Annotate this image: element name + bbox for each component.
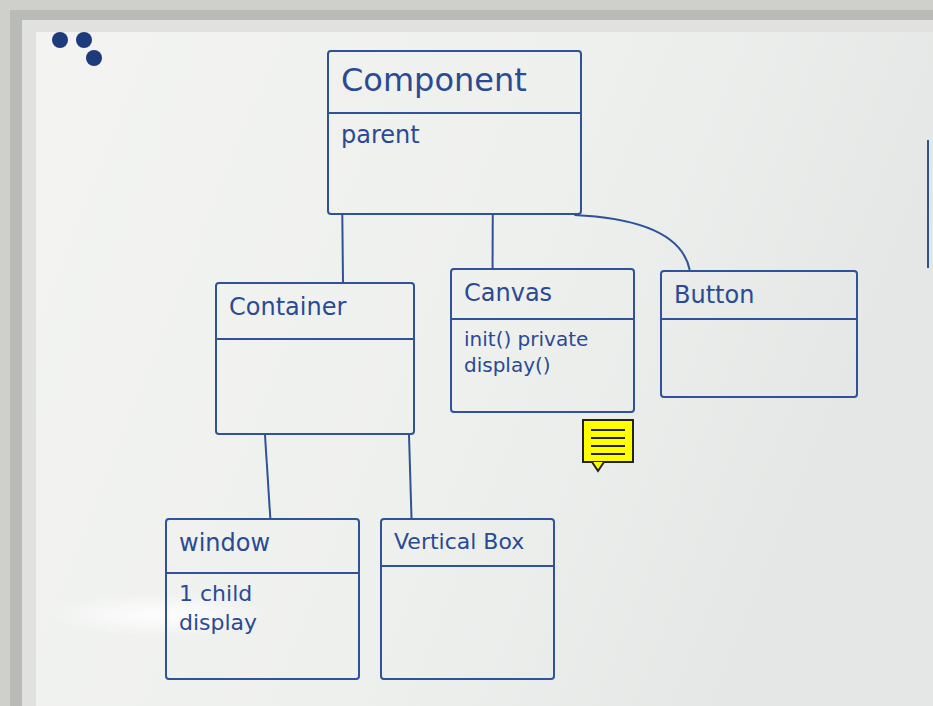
class-name: window — [179, 528, 270, 559]
class-body: parent — [329, 114, 580, 157]
inheritance-line — [265, 435, 270, 518]
class-header: window — [167, 520, 358, 574]
class-header: Container — [217, 284, 413, 340]
class-header: Canvas — [452, 270, 633, 320]
class-header: Component — [329, 52, 580, 114]
class-box: Container — [215, 282, 415, 435]
class-name: Vertical Box — [394, 528, 524, 557]
class-member: display() — [464, 352, 551, 378]
note-icon — [583, 420, 633, 471]
class-header: Button — [662, 272, 856, 320]
class-member: parent — [341, 120, 420, 151]
class-member: display — [179, 609, 257, 638]
class-name: Container — [229, 292, 346, 323]
class-body: init() privatedisplay() — [452, 320, 633, 384]
class-body — [662, 320, 856, 332]
class-box: Canvas init() privatedisplay() — [450, 268, 635, 413]
class-name: Canvas — [464, 278, 552, 309]
inheritance-line — [341, 215, 344, 282]
inheritance-line — [574, 215, 689, 270]
class-member: init() private — [464, 326, 588, 352]
class-box: Button — [660, 270, 858, 398]
class-member: 1 child — [179, 580, 252, 609]
inheritance-line — [409, 435, 412, 518]
class-box: window 1 childdisplay — [165, 518, 360, 680]
class-box: Vertical Box — [380, 518, 555, 680]
inheritance-line — [492, 215, 494, 268]
class-name: Component — [341, 60, 527, 102]
class-body: 1 childdisplay — [167, 574, 358, 643]
class-header: Vertical Box — [382, 520, 553, 567]
class-body — [382, 567, 553, 579]
class-body — [217, 340, 413, 352]
class-name: Button — [674, 280, 754, 311]
class-box: Component parent — [327, 50, 582, 215]
